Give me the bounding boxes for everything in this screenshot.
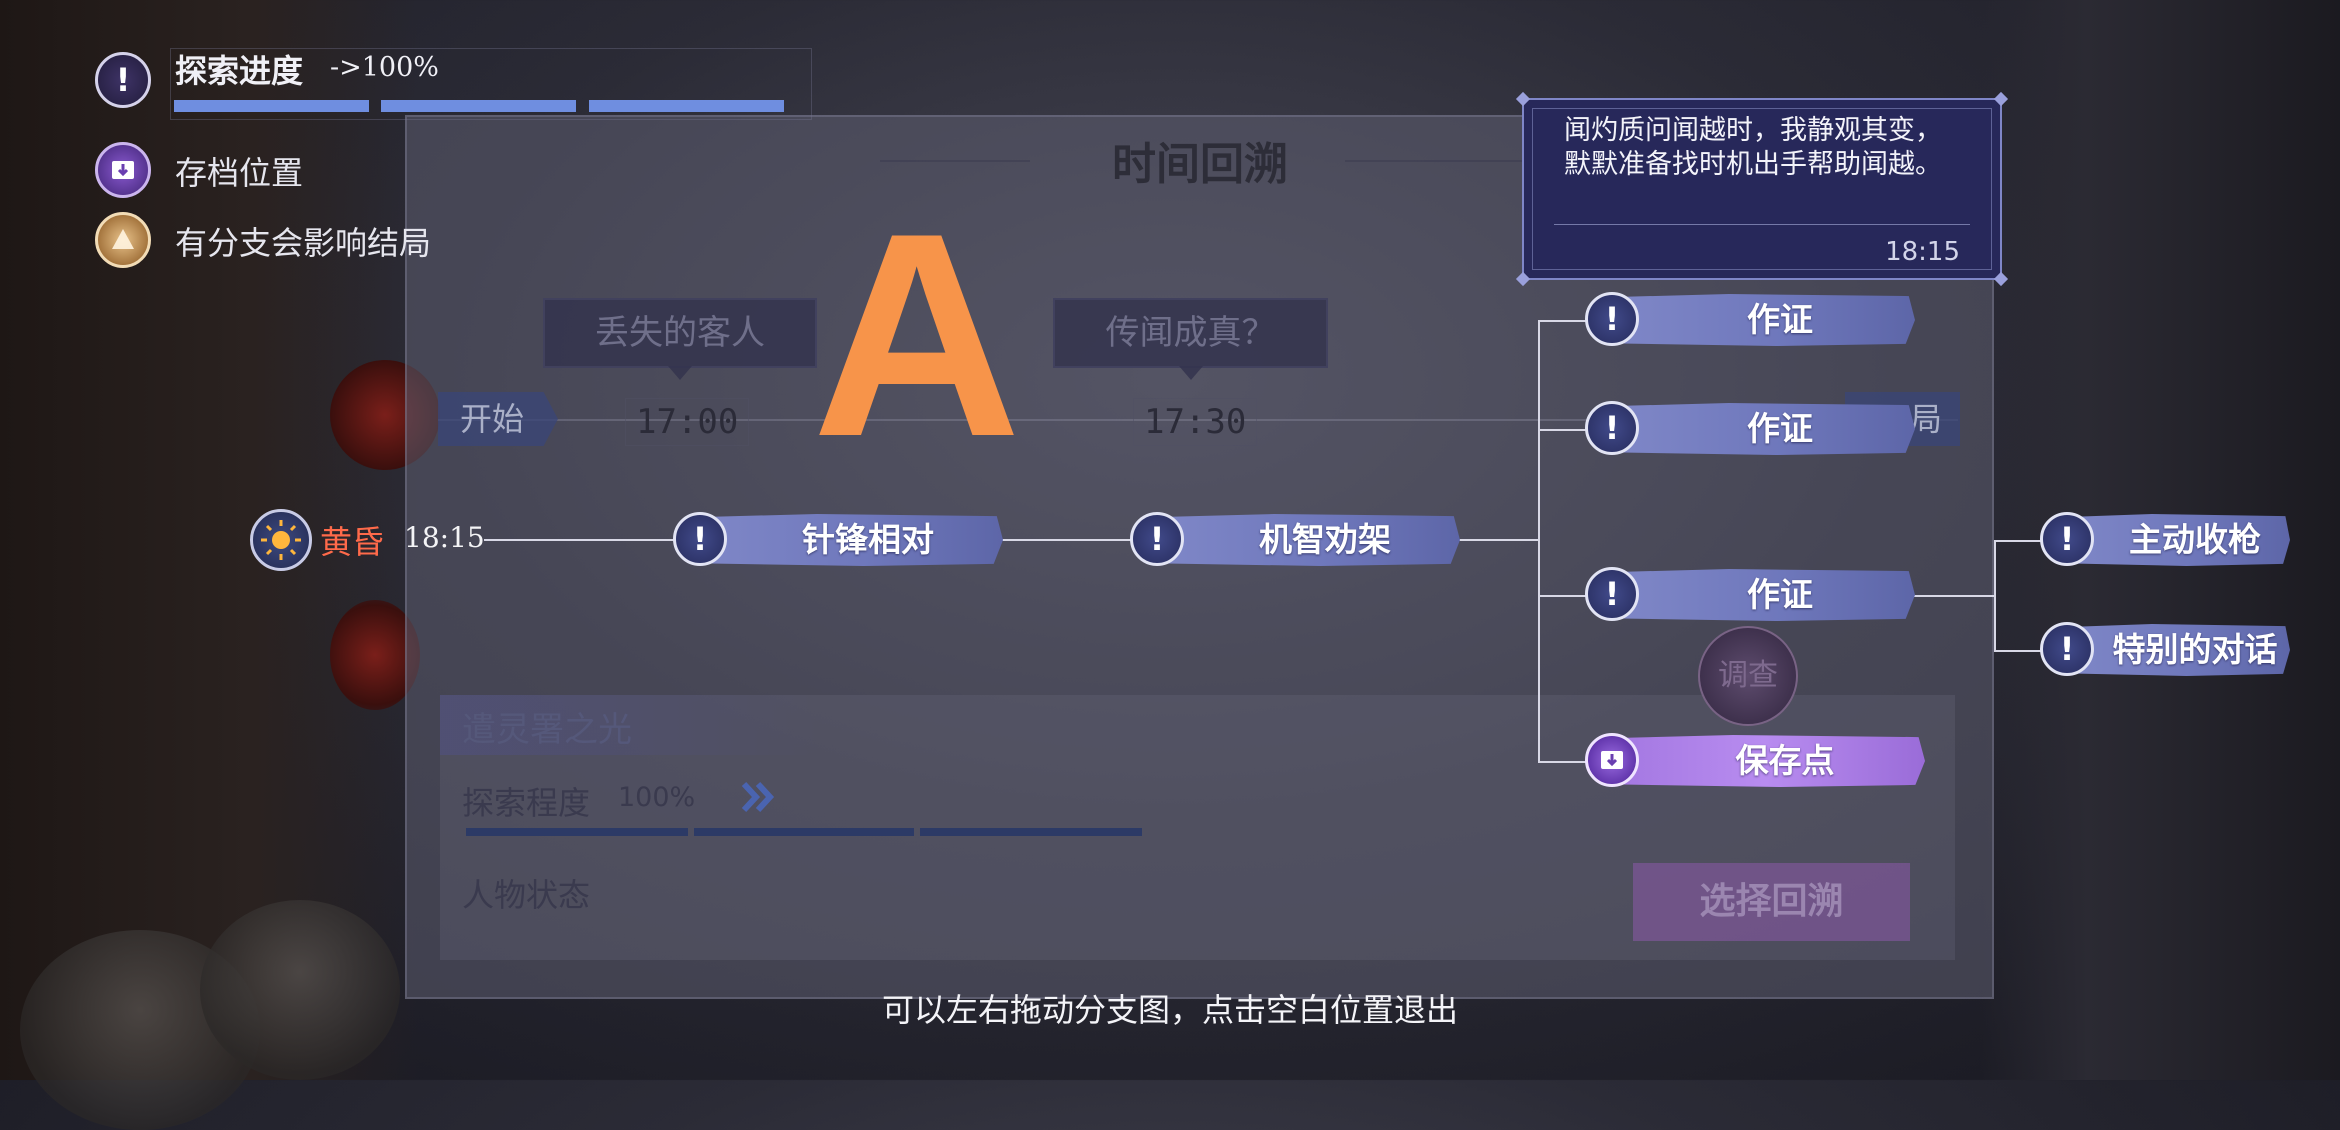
branch-line xyxy=(1538,320,1590,322)
exclamation-icon: ! xyxy=(2040,512,2094,566)
node-bar xyxy=(1605,294,1915,346)
title-ornament-left xyxy=(880,160,1030,162)
event-rumor-true[interactable]: 传闻成真？ xyxy=(1053,298,1328,380)
exclamation-icon: ! xyxy=(95,52,151,108)
select-rewind-button[interactable]: 选择回溯 xyxy=(1633,863,1910,941)
branch-ending-icon xyxy=(95,212,151,268)
exclamation-icon: ! xyxy=(1585,567,1639,621)
node-label: 特别的对话 xyxy=(2112,630,2278,669)
branch-line xyxy=(1538,429,1590,431)
story-node-confrontation[interactable]: ! 针锋相对 xyxy=(673,510,1003,570)
node-bar xyxy=(1605,735,1925,787)
save-folder-icon xyxy=(1585,733,1639,787)
dusk-time: 18:15 xyxy=(404,521,485,554)
branch-line xyxy=(1538,320,1540,762)
timeline-axis xyxy=(438,419,1958,421)
background-scene-left xyxy=(0,0,420,1080)
exploration-progress-label: 探索进度 xyxy=(175,52,304,90)
explore-degree-label: 探索程度 xyxy=(462,784,591,822)
info-header-bg xyxy=(440,695,820,755)
tooltip-text: 闻灼质问闻越时，我静观其变，默默准备找时机出手帮助闻越。 xyxy=(1564,115,1942,180)
node-label: 作证 xyxy=(1747,575,1813,614)
save-folder-icon xyxy=(95,142,151,198)
umbrella-decoration xyxy=(200,900,400,1080)
node-label: 作证 xyxy=(1747,300,1813,339)
tooltip-divider xyxy=(1554,224,1970,225)
node-label: 作证 xyxy=(1747,409,1813,448)
exclamation-icon: ! xyxy=(1585,292,1639,346)
branch-affects-ending-label: 有分支会影响结局 xyxy=(175,224,432,262)
explore-degree-value: 100% xyxy=(618,782,696,813)
branch-line xyxy=(1000,539,1140,541)
event-time-1730: 17:30 xyxy=(1133,398,1258,446)
tooltip-time: 18:15 xyxy=(1885,237,1960,267)
explore-progress-seg xyxy=(920,828,1142,836)
info-title: 遣灵署之光 xyxy=(462,710,632,750)
save-location-label: 存档位置 xyxy=(175,154,304,192)
node-bar xyxy=(693,514,1003,566)
sun-icon xyxy=(250,509,312,571)
event-lost-guest[interactable]: 丢失的客人 xyxy=(543,298,817,380)
progress-frame xyxy=(170,48,812,120)
event-time-1700: 17:00 xyxy=(625,398,750,446)
node-label: 针锋相对 xyxy=(802,520,934,559)
explore-progress-seg xyxy=(694,828,914,836)
node-label: 主动收枪 xyxy=(2129,520,2261,559)
timeline-start-marker: 开始 xyxy=(438,392,558,446)
node-bar xyxy=(2060,624,2290,676)
node-bar xyxy=(1605,403,1915,455)
branch-line xyxy=(1994,540,2044,542)
story-node-save-point[interactable]: 保存点 xyxy=(1585,731,1925,791)
progress-segment xyxy=(589,100,784,112)
progress-segment xyxy=(174,100,369,112)
branch-line xyxy=(1538,595,1590,597)
exclamation-icon: ! xyxy=(2040,622,2094,676)
node-label: 保存点 xyxy=(1735,741,1835,780)
branch-line xyxy=(1910,595,1995,597)
character-status-label[interactable]: 人物状态 xyxy=(462,876,591,914)
hint-text: 可以左右拖动分支图，点击空白位置退出 xyxy=(881,991,1458,1029)
explore-progress-seg xyxy=(466,828,688,836)
tooltip-corner-ornament xyxy=(1515,91,1531,107)
title-ornament-right xyxy=(1345,160,1525,162)
investigate-button[interactable]: 调查 xyxy=(1698,626,1798,726)
node-label: 机智劝架 xyxy=(1259,520,1391,559)
progress-segment xyxy=(381,100,576,112)
double-chevron-icon xyxy=(740,780,780,818)
branch-line xyxy=(484,539,679,541)
exclamation-icon: ! xyxy=(1130,512,1184,566)
story-node-testify-1[interactable]: ! 作证 xyxy=(1585,290,1915,350)
exploration-progress-value: ->100% xyxy=(330,52,439,83)
branch-line xyxy=(1994,540,1996,650)
story-node-testify-3[interactable]: ! 作证 xyxy=(1585,565,1915,625)
panel-title: 时间回溯 xyxy=(1112,139,1288,190)
story-node-mediate[interactable]: ! 机智劝架 xyxy=(1130,510,1460,570)
overlay-letter: A xyxy=(812,173,1022,497)
story-node-special-dialogue[interactable]: ! 特别的对话 xyxy=(2040,620,2290,680)
node-tooltip: 闻灼质问闻越时，我静观其变，默默准备找时机出手帮助闻越。 18:15 xyxy=(1515,91,2009,287)
branch-line xyxy=(1538,761,1590,763)
branch-line xyxy=(1455,539,1539,541)
exclamation-icon: ! xyxy=(673,512,727,566)
tooltip-border xyxy=(1532,108,1992,270)
node-bar xyxy=(1605,569,1915,621)
story-node-testify-2[interactable]: ! 作证 xyxy=(1585,399,1915,459)
node-bar xyxy=(2060,514,2290,566)
branch-line xyxy=(1994,650,2044,652)
exclamation-icon: ! xyxy=(1585,401,1639,455)
node-bar xyxy=(1150,514,1460,566)
dusk-label: 黄昏 xyxy=(320,523,385,561)
story-node-withdraw-gun[interactable]: ! 主动收枪 xyxy=(2040,510,2290,570)
